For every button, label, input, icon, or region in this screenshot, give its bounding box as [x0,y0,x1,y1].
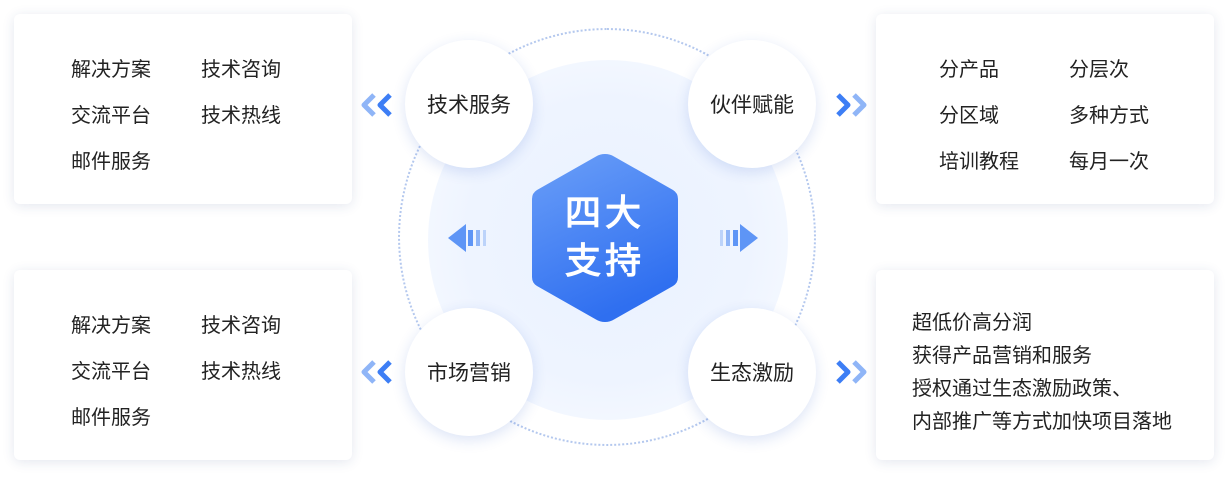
marketing-items: 解决方案 技术咨询 交流平台 技术热线 邮件服务 [71,312,331,430]
arrow-right-icon [720,224,758,252]
center-title: 四大 支持 [528,190,682,286]
list-item: 内部推广等方式加快项目落地 [912,409,1172,433]
marketing-node: 市场营销 [405,308,533,436]
list-item: 解决方案 [71,57,151,81]
list-item: 获得产品营销和服务 [912,343,1092,367]
list-item: 超低价高分润 [912,310,1032,334]
list-item: 分层次 [1069,57,1129,81]
double-chevron-right-icon [836,93,867,117]
node-label: 市场营销 [427,361,511,385]
center-hexagon [532,154,678,322]
dotted-orbit-ring [398,28,816,446]
partner-empower-card: 分产品 分层次 分区域 多种方式 培训教程 每月一次 [876,14,1214,204]
partner-empower-items: 分产品 分层次 分区域 多种方式 培训教程 每月一次 [939,56,1199,174]
marketing-card: 解决方案 技术咨询 交流平台 技术热线 邮件服务 [14,270,352,460]
list-item: 分产品 [939,57,999,81]
ecosystem-incentive-node: 生态激励 [688,308,816,436]
double-chevron-left-icon [361,93,392,117]
list-item: 分区域 [939,103,999,127]
list-item: 技术咨询 [201,57,281,81]
list-item: 技术咨询 [201,313,281,337]
partner-empower-node: 伙伴赋能 [688,40,816,168]
list-item: 邮件服务 [71,149,151,173]
list-item: 每月一次 [1069,149,1149,173]
tech-service-node: 技术服务 [405,40,533,168]
list-item: 培训教程 [939,149,1019,173]
list-item: 技术热线 [201,359,281,383]
list-item: 解决方案 [71,313,151,337]
arrow-left-icon [448,224,486,252]
double-chevron-right-icon [836,360,867,384]
center-title-line1: 四大 [564,193,645,234]
tech-service-items: 解决方案 技术咨询 交流平台 技术热线 邮件服务 [71,56,331,174]
node-label: 伙伴赋能 [710,93,794,117]
tech-service-card: 解决方案 技术咨询 交流平台 技术热线 邮件服务 [14,14,352,204]
node-label: 技术服务 [427,93,511,117]
list-item: 技术热线 [201,103,281,127]
ecosystem-incentive-items: 超低价高分润 获得产品营销和服务 授权通过生态激励政策、 内部推广等方式加快项目… [912,306,1172,438]
list-item: 交流平台 [71,103,151,127]
double-chevron-left-icon [361,360,392,384]
list-item: 多种方式 [1069,103,1149,127]
ecosystem-incentive-card: 超低价高分润 获得产品营销和服务 授权通过生态激励政策、 内部推广等方式加快项目… [876,270,1214,460]
list-item: 授权通过生态激励政策、 [912,376,1132,400]
list-item: 邮件服务 [71,405,151,429]
center-title-line2: 支持 [564,241,645,282]
node-label: 生态激励 [710,361,794,385]
list-item: 交流平台 [71,359,151,383]
